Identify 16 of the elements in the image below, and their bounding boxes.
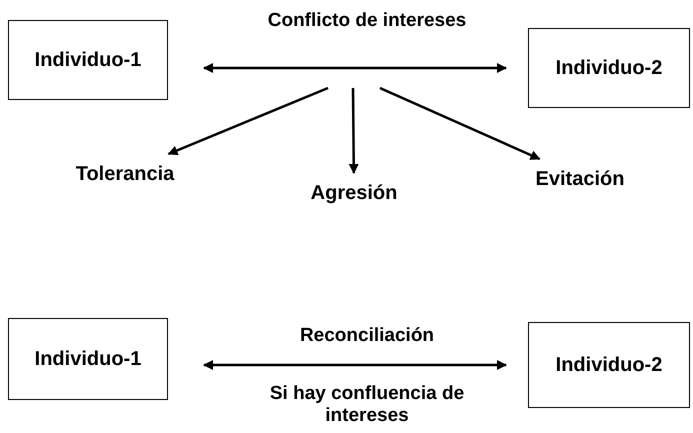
outcome-text: Tolerancia — [55, 158, 195, 190]
arrow — [168, 86, 328, 156]
entity-box — [8, 318, 168, 400]
arrow — [203, 360, 507, 370]
entity-box — [528, 28, 690, 108]
entity-name: Individuo-1 — [34, 348, 142, 370]
arrow — [203, 63, 507, 73]
entity-box — [8, 20, 168, 100]
entity-name: Individuo-2 — [556, 354, 662, 376]
entity-name: Individuo-1 — [34, 48, 142, 72]
arrow — [348, 88, 359, 174]
outcome-text: Evitación — [515, 163, 645, 195]
entity-box — [528, 322, 690, 408]
arrow — [380, 86, 540, 160]
entity-name: Individuo-2 — [556, 56, 662, 80]
outcome-text: Agresión — [290, 177, 418, 209]
